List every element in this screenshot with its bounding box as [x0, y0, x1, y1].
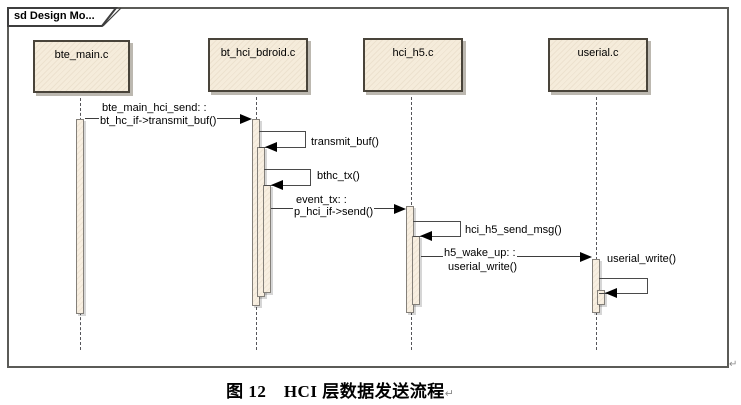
arrowhead-icon	[265, 142, 277, 152]
message-label-event-tx-1: event_tx: :	[295, 194, 348, 206]
selfcall-loop-transmit-buf	[259, 131, 306, 148]
frame-tab-label: sd Design Mo...	[14, 10, 95, 22]
activation-bar-bthc-tx	[263, 185, 271, 293]
selfcall-loop-bthc-tx	[264, 169, 311, 186]
message-label-transmit-buf: transmit_buf()	[310, 136, 380, 148]
message-label-h5-wake-up-2: userial_write()	[447, 261, 519, 273]
message-label-bte-main-hci-send-1: bte_main_hci_send: :	[101, 102, 208, 114]
actor-box-userial: userial.c	[548, 38, 648, 92]
actor-label-bte-main: bte_main.c	[54, 49, 109, 61]
lifeline-userial	[596, 92, 597, 350]
message-label-bte-main-hci-send-2: bt_hc_if->transmit_buf()	[99, 115, 218, 127]
activation-bar-userial-main	[592, 259, 600, 313]
arrowhead-icon	[605, 288, 617, 298]
arrowhead-icon	[580, 252, 592, 262]
activation-bar-hci-h5-send-msg	[412, 236, 420, 305]
actor-box-hci-h5: hci_h5.c	[363, 38, 463, 92]
paragraph-return-mark: ↵	[444, 388, 454, 400]
arrowhead-icon	[420, 231, 432, 241]
actor-box-bte-main: bte_main.c	[33, 40, 130, 93]
selfcall-loop-userial-write	[599, 278, 648, 294]
frame-tab-pentagon	[7, 7, 122, 27]
message-label-userial-write: userial_write()	[606, 253, 678, 265]
activation-bar-userial-write	[597, 290, 605, 305]
message-label-h5-wake-up-1: h5_wake_up: :	[443, 247, 517, 259]
paragraph-return-mark: ↵	[729, 359, 738, 370]
actor-label-bt-hci-bdroid: bt_hci_bdroid.c	[220, 47, 296, 59]
activation-bar-bte-main	[76, 119, 84, 314]
figure-caption: 图 12 HCI 层数据发送流程↵	[150, 377, 530, 402]
message-label-event-tx-2: p_hci_if->send()	[293, 206, 375, 218]
selfcall-loop-hci-h5-send-msg	[413, 221, 461, 237]
actor-label-userial: userial.c	[577, 47, 619, 59]
arrowhead-icon	[271, 180, 283, 190]
arrowhead-icon	[394, 204, 406, 214]
message-label-hci-h5-send-msg: hci_h5_send_msg()	[464, 224, 563, 236]
message-label-bthc-tx: bthc_tx()	[316, 170, 361, 182]
figure-caption-text: 图 12 HCI 层数据发送流程	[226, 382, 445, 401]
actor-box-bt-hci-bdroid: bt_hci_bdroid.c	[208, 38, 308, 92]
arrowhead-icon	[240, 114, 252, 124]
actor-label-hci-h5: hci_h5.c	[392, 47, 434, 59]
